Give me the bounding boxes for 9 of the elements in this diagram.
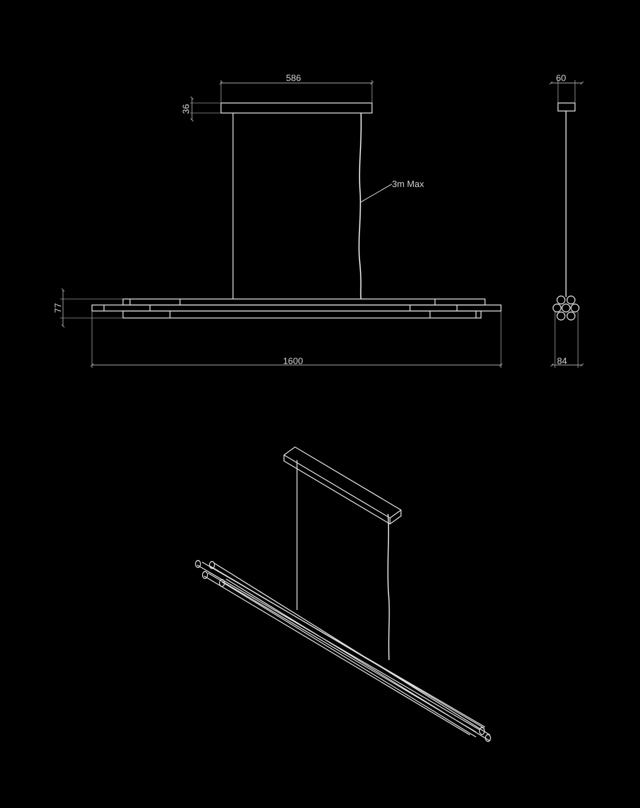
leader-line bbox=[360, 184, 392, 202]
dimension-label: 84 bbox=[557, 356, 568, 366]
dimension-label: 77 bbox=[53, 303, 63, 313]
suspension-cable bbox=[358, 112, 362, 300]
dimension-label: 36 bbox=[181, 104, 191, 114]
callout-text: 3m Max bbox=[392, 179, 424, 189]
dimension-label: 1600 bbox=[283, 356, 304, 366]
dimension-label: 586 bbox=[286, 73, 302, 83]
dimension-label: 60 bbox=[556, 73, 566, 83]
